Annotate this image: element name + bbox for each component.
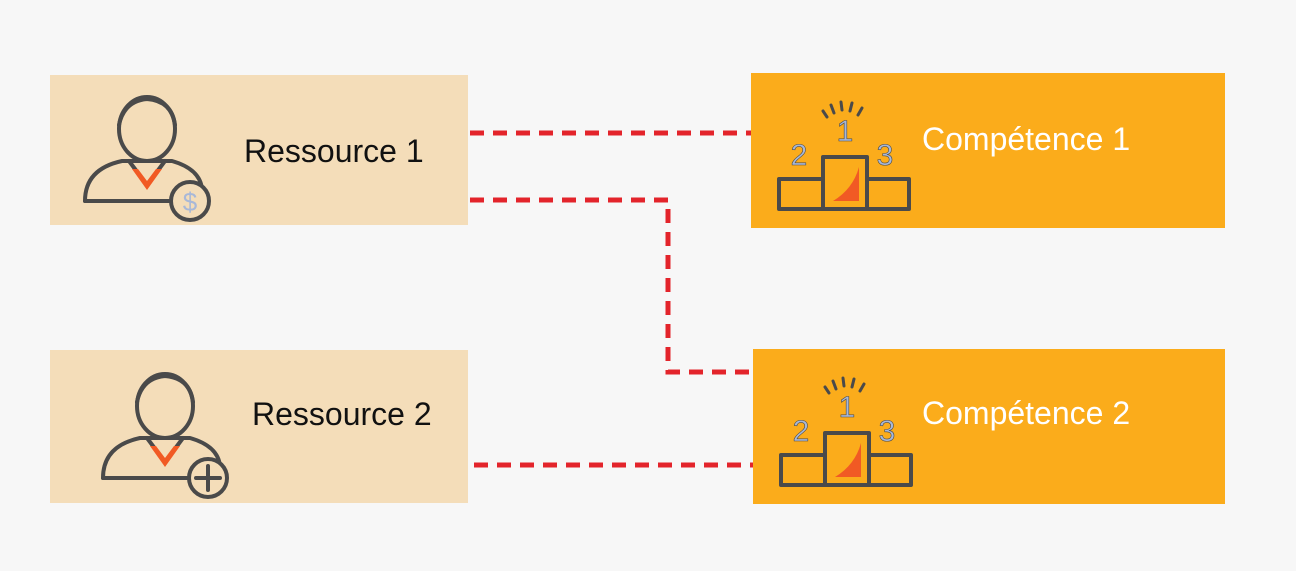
user-dollar-icon: $ bbox=[83, 95, 211, 222]
podium-icon: 1 2 3 bbox=[779, 376, 913, 487]
podium-number-2: 2 bbox=[793, 415, 810, 448]
competence-node-1: 1 2 3 Compétence 1 bbox=[751, 73, 1225, 228]
podium-number-1: 1 bbox=[837, 115, 854, 148]
link-ressource1-competence2 bbox=[470, 197, 754, 375]
podium-number-3: 3 bbox=[879, 415, 896, 448]
dollar-sign-icon: $ bbox=[183, 187, 198, 217]
competence-label-1: Compétence 1 bbox=[922, 121, 1131, 157]
resource-node-2: Ressource 2 bbox=[50, 350, 468, 503]
podium-number-3: 3 bbox=[877, 139, 894, 172]
podium-icon: 1 2 3 bbox=[777, 100, 911, 211]
resource-label-2: Ressource 2 bbox=[252, 396, 432, 432]
podium-number-1: 1 bbox=[839, 391, 856, 424]
competence-node-2: 1 2 3 Compétence 2 bbox=[753, 349, 1225, 504]
resource-label-1: Ressource 1 bbox=[244, 133, 424, 169]
podium-number-2: 2 bbox=[791, 139, 808, 172]
user-plus-icon bbox=[101, 372, 229, 499]
resource-node-1: $ Ressource 1 bbox=[50, 75, 468, 225]
competence-label-2: Compétence 2 bbox=[922, 395, 1131, 431]
plus-icon bbox=[194, 464, 222, 492]
